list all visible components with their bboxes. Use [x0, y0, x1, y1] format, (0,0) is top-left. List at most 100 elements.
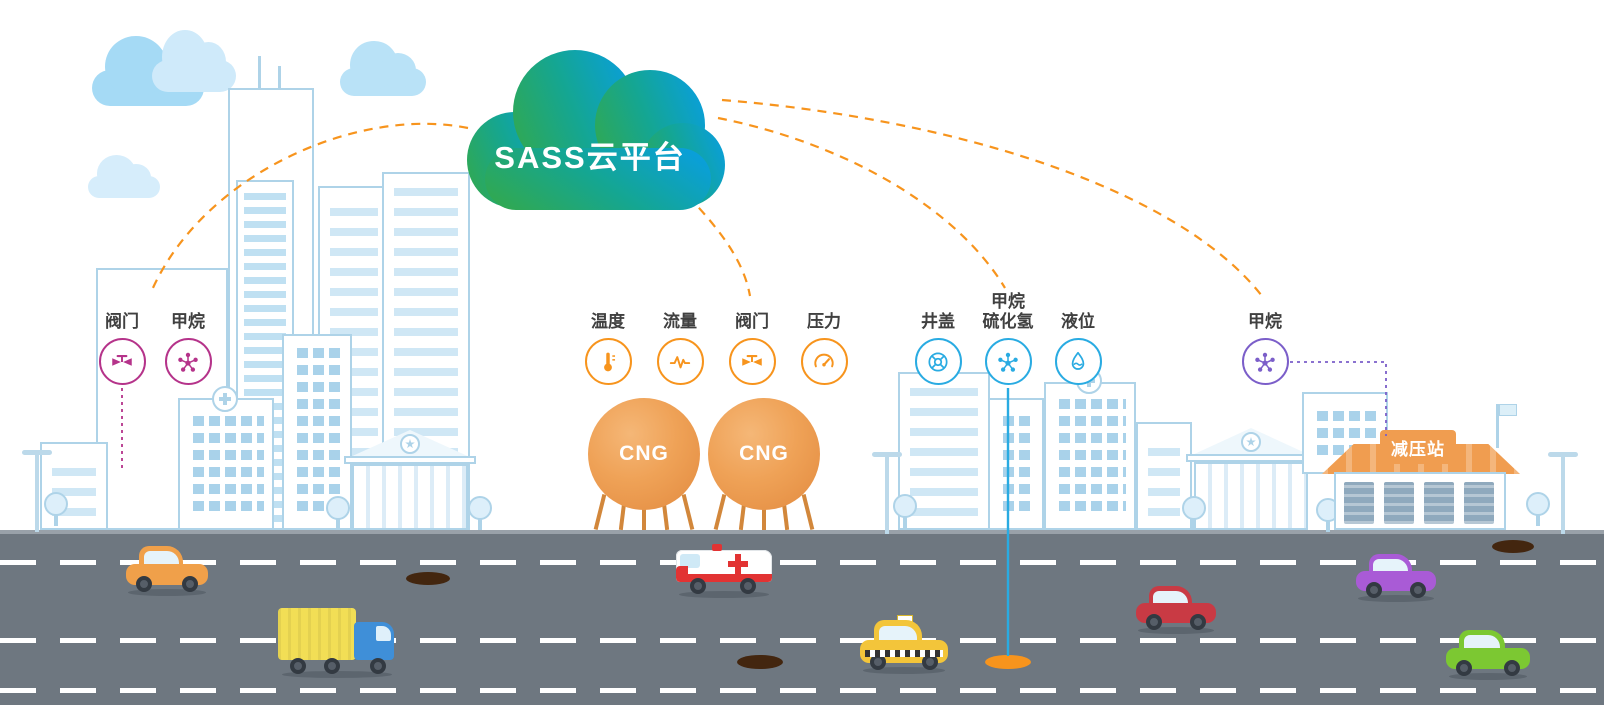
car-red [1136, 586, 1216, 634]
sensor-circle [984, 338, 1032, 385]
station-body [1334, 472, 1506, 530]
building-outline [898, 372, 990, 530]
pothole [406, 572, 450, 585]
building-windows [998, 412, 1034, 518]
cng-tank-sphere: CNG [588, 398, 700, 510]
star-emblem-icon [400, 434, 420, 454]
building-window-bands [910, 388, 978, 516]
red-cross-icon [728, 554, 748, 574]
building-window-grid [988, 398, 1044, 530]
taxi [860, 615, 948, 674]
sensor-label: 液位 [1061, 311, 1095, 331]
sky-cloud [88, 155, 160, 198]
building-window-bands [1148, 438, 1180, 516]
street-lamp [872, 452, 902, 534]
link-cloud-to-manhole [717, 116, 1006, 289]
sensor-label: 流量 [663, 311, 697, 331]
sensor-circle [656, 338, 704, 385]
cloud-shape [467, 50, 725, 210]
sass-cloud-platform: SASS云平台 [455, 40, 725, 212]
sensor-group-station: 甲烷 [1234, 288, 1296, 385]
sensor-valve: 阀门 [91, 288, 153, 385]
columns [352, 464, 468, 530]
liquid-level-icon [1071, 351, 1085, 370]
sensor-circle [1054, 338, 1102, 385]
building-windows [188, 412, 264, 518]
sensor-methane: 甲烷 [157, 288, 219, 385]
entablature [1186, 454, 1316, 462]
antenna-mast [278, 66, 281, 90]
tree [1182, 496, 1206, 530]
sensor-label: 阀门 [735, 311, 769, 331]
star-emblem-icon [1241, 432, 1261, 452]
sky-cloud [152, 29, 236, 92]
sky-cloud [340, 41, 426, 96]
manhole-icon [928, 351, 948, 372]
valve-icon [112, 354, 132, 366]
building-clinic [178, 398, 274, 530]
tree [1526, 492, 1550, 526]
flag [1499, 404, 1517, 416]
sensor-group-cng: 温度 流量 阀门 [577, 288, 855, 385]
sensor-circle [728, 338, 776, 385]
flow-icon [669, 355, 691, 368]
molecule-icon [178, 352, 198, 372]
pothole [1492, 540, 1534, 553]
lane-divider [0, 560, 1604, 565]
station-sign: 减压站 [1380, 430, 1456, 464]
lane-divider [0, 688, 1604, 693]
sensor-group-city: 阀门 甲烷 [91, 288, 219, 385]
street-lamp [1548, 452, 1578, 534]
sensor-temperature: 温度 [577, 288, 639, 385]
sensor-circle [98, 338, 146, 385]
building-windows [292, 348, 342, 518]
sensor-circle [1241, 338, 1289, 385]
taxi-checker-band [865, 650, 943, 657]
thermometer-icon [604, 352, 616, 371]
sensor-label: 井盖 [921, 311, 955, 331]
cng-tank: CNG [588, 398, 700, 531]
flag-pole [1496, 404, 1499, 448]
sensor-label: 甲烷 [1248, 311, 1282, 331]
station-door [1384, 482, 1414, 524]
molecule-icon [998, 352, 1018, 372]
cng-tank-label: CNG [619, 442, 669, 465]
sensor-label: 甲烷 [171, 311, 205, 331]
sensor-label: 阀门 [105, 311, 139, 331]
sensor-valve: 阀门 [721, 288, 783, 385]
road-curb [0, 530, 1604, 534]
gauge-icon [814, 353, 834, 367]
lane-divider [0, 638, 1604, 643]
tree [468, 496, 492, 530]
sensor-label: 压力 [807, 311, 841, 331]
cng-tank-label: CNG [739, 442, 789, 465]
truck [278, 608, 396, 678]
valve-icon [742, 354, 762, 366]
sensor-flow: 流量 [649, 288, 711, 385]
sensor-liquid-level: 液位 [1047, 288, 1109, 385]
columns [1194, 462, 1308, 530]
sensor-group-manhole: 井盖 甲烷 硫化氢 [907, 288, 1109, 385]
sensor-methane: 甲烷 [1234, 288, 1296, 385]
sensor-circle [800, 338, 848, 385]
road [0, 530, 1604, 705]
tree [326, 496, 350, 530]
building-hospital [1044, 382, 1136, 530]
antenna-mast [258, 56, 261, 90]
sensor-manhole-cover: 井盖 [907, 288, 969, 385]
car-green [1446, 630, 1530, 680]
link-cloud-to-station [721, 98, 1263, 297]
ambulance [676, 544, 772, 598]
cloud-platform-label: SASS云平台 [494, 140, 686, 175]
car-purple [1356, 554, 1436, 602]
tree [44, 492, 68, 526]
sensor-circle [164, 338, 212, 385]
cng-tank-sphere: CNG [708, 398, 820, 510]
sensor-circle [914, 338, 962, 385]
street-lamp [22, 450, 52, 532]
sensor-pressure: 压力 [793, 288, 855, 385]
manhole-marker [985, 655, 1031, 669]
station-door [1344, 482, 1374, 524]
sensor-methane-h2s: 甲烷 硫化氢 [977, 288, 1039, 385]
